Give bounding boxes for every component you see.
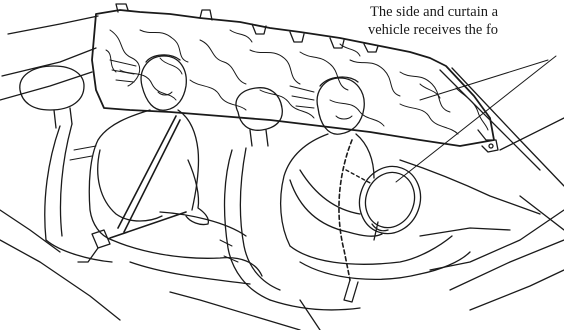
vehicle-interior-lines: [0, 16, 564, 330]
caption-line-1: The side and curtain a: [370, 3, 564, 21]
driver: [281, 77, 540, 302]
callout-leader-lines: [396, 56, 556, 182]
caption-line-2: vehicle receives the fo: [368, 21, 564, 39]
